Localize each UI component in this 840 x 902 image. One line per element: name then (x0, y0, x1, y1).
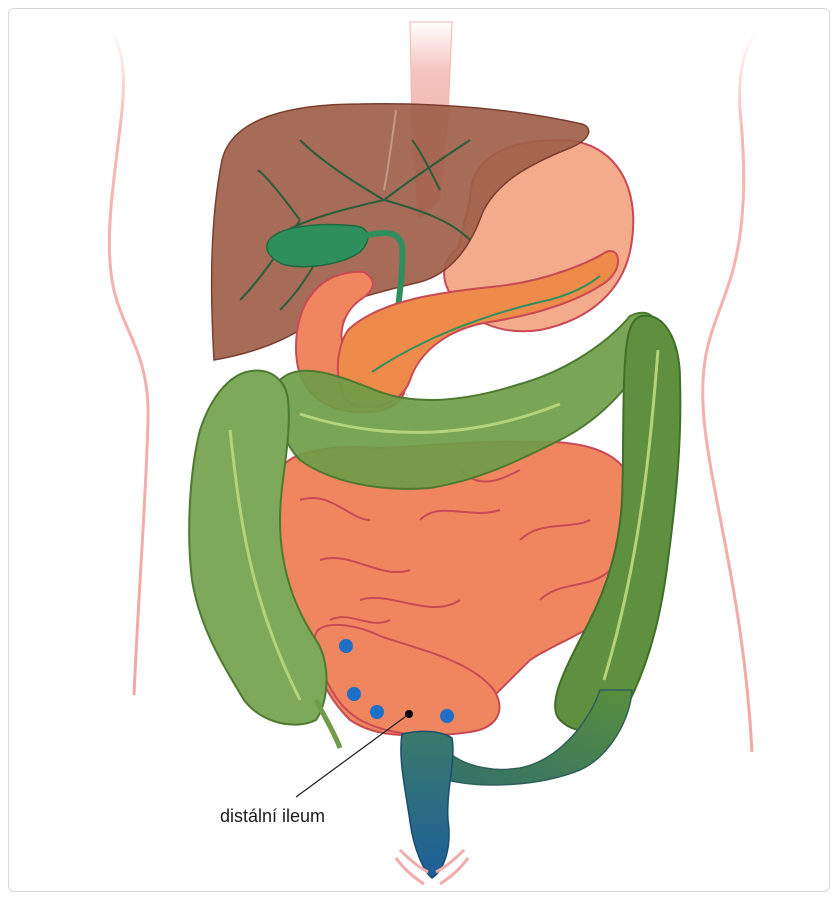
appendix (316, 700, 340, 748)
blue-dot-marker (347, 687, 361, 701)
body-outline-left (108, 28, 148, 695)
blue-dot-marker (440, 709, 454, 723)
blue-dot-marker (370, 705, 384, 719)
callout-label: distální ileum (220, 806, 325, 826)
blue-dot-marker (339, 639, 353, 653)
rectum (401, 731, 453, 878)
callout-leader-line (296, 714, 409, 797)
body-outline-right (703, 28, 760, 752)
